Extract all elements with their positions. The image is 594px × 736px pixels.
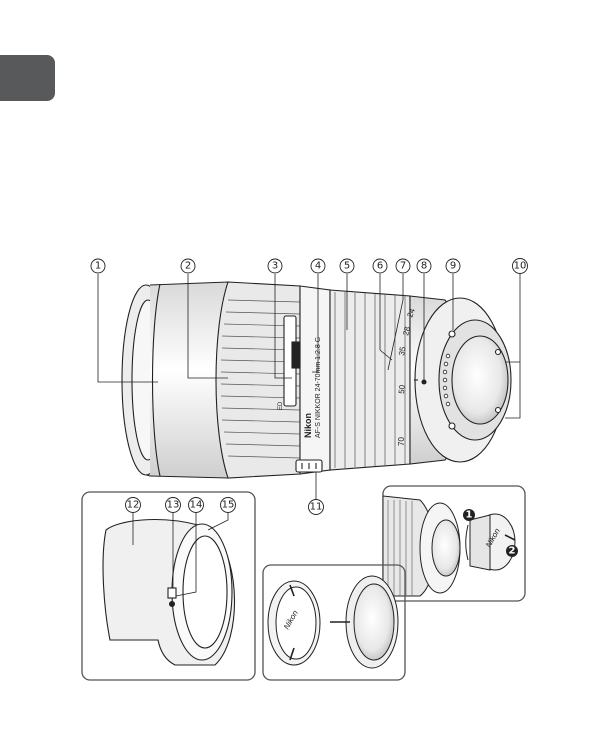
callout-5: 5 — [340, 259, 354, 273]
svg-text:4: 4 — [315, 261, 321, 272]
callout-6: 6 — [373, 259, 387, 273]
rear-cap-illustration — [383, 496, 515, 596]
callout-15: 15 — [221, 498, 236, 513]
callout-3: 3 — [268, 259, 282, 273]
svg-text:3: 3 — [272, 261, 278, 272]
callout-2: 2 — [181, 259, 195, 273]
callout-14: 14 — [189, 498, 204, 513]
callout-1: 1 — [91, 259, 105, 273]
svg-text:9: 9 — [450, 261, 456, 272]
svg-text:2: 2 — [509, 546, 516, 557]
lens-hood — [103, 520, 234, 665]
callout-7: 7 — [396, 259, 410, 273]
svg-text:11: 11 — [310, 502, 323, 513]
svg-text:7: 7 — [400, 261, 406, 272]
focal-mark-50: 50 — [397, 384, 407, 394]
svg-text:6: 6 — [377, 261, 383, 272]
callout-13: 13 — [166, 498, 181, 513]
lens-name-text: AF-S NIKKOR 24-70mm 1:2.8 G — [315, 337, 322, 438]
ed-badge-text: ED — [278, 401, 284, 410]
callout-10: 10 — [513, 259, 528, 274]
svg-text:13: 13 — [167, 500, 180, 511]
svg-text:8: 8 — [421, 261, 427, 272]
svg-text:14: 14 — [190, 500, 203, 511]
callout-12: 12 — [126, 498, 141, 513]
step-1-badge: 1 — [463, 509, 475, 521]
focal-mark-70: 70 — [397, 437, 406, 446]
svg-text:10: 10 — [514, 261, 527, 272]
callout-8: 8 — [417, 259, 431, 273]
svg-text:5: 5 — [344, 261, 350, 272]
step-2-badge: 2 — [506, 545, 518, 557]
callout-11: 11 — [309, 500, 324, 515]
svg-text:12: 12 — [127, 500, 140, 511]
svg-text:1: 1 — [95, 261, 101, 272]
svg-text:2: 2 — [185, 261, 191, 272]
svg-text:15: 15 — [222, 500, 235, 511]
callout-9: 9 — [446, 259, 460, 273]
svg-text:1: 1 — [466, 510, 473, 521]
lens-brand-text: Nikon — [303, 413, 313, 438]
callout-4: 4 — [311, 259, 325, 273]
